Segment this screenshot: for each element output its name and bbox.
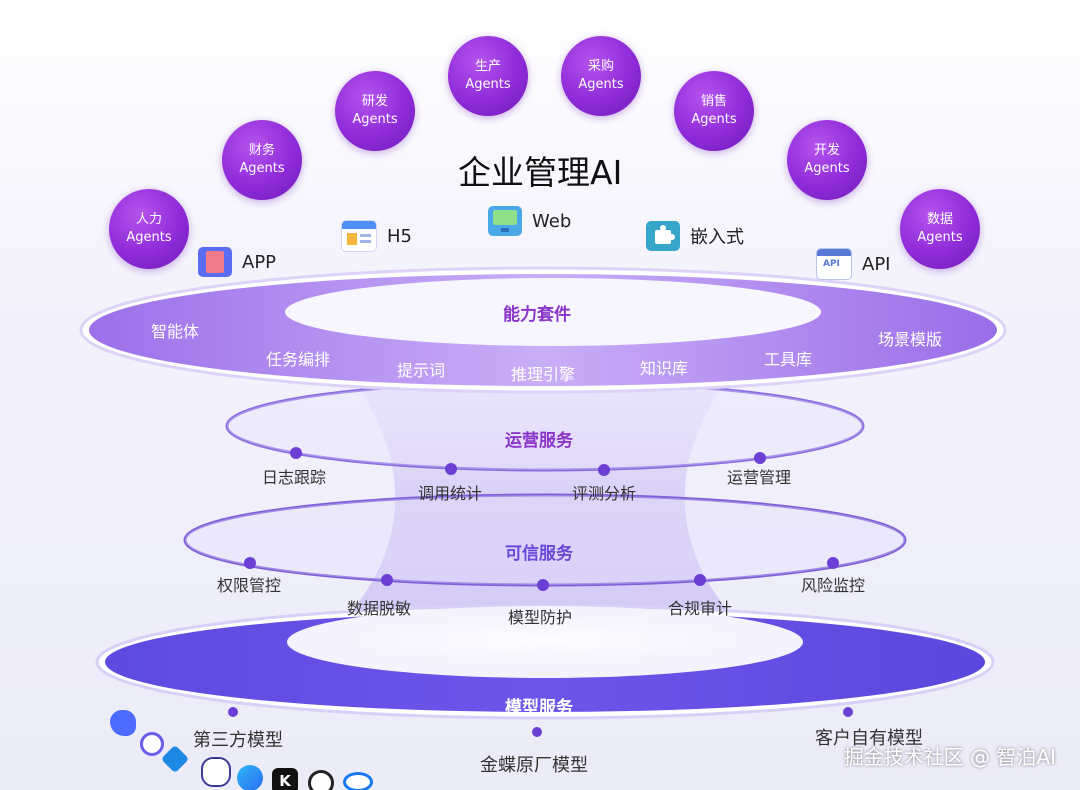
channel-web-label: Web [532, 210, 572, 232]
capability-item: 工具库 [764, 350, 813, 369]
capability-item: 智能体 [151, 322, 200, 341]
model-ring-inner-glow [345, 618, 745, 662]
doubao-icon [237, 765, 263, 790]
model-dot [228, 707, 238, 717]
trust-item: 模型防护 [508, 608, 573, 627]
api-icon: API [816, 248, 852, 280]
ops-ring-shade [227, 382, 863, 470]
trust-item: 权限管控 [217, 576, 282, 595]
trust-ring-shade [185, 495, 905, 585]
ops-dot [754, 452, 766, 464]
model-title: 模型服务 [505, 698, 573, 718]
ops-dot [290, 447, 302, 459]
trust-dot [537, 579, 549, 591]
kimi-icon: K [272, 768, 298, 790]
openai-icon [308, 770, 334, 790]
trust-item: 数据脱敏 [347, 599, 412, 618]
operations-item: 评测分析 [572, 484, 637, 503]
operations-item: 运营管理 [727, 468, 792, 487]
trust-item: 风险监控 [801, 576, 866, 595]
watermark: 掘金技术社区 @ 智泊AI [843, 745, 1056, 769]
h5-browser-icon [341, 220, 377, 252]
operations-item: 日志跟踪 [262, 468, 327, 487]
qwen-icon [140, 732, 164, 756]
trust-dot [381, 574, 393, 586]
monitor-icon [488, 206, 522, 236]
capability-title: 能力套件 [503, 305, 571, 325]
page-title: 企业管理AI [458, 153, 623, 192]
zhipu-icon [201, 757, 231, 787]
operations-title: 运营服务 [505, 431, 573, 451]
channel-app-label: APP [242, 251, 277, 273]
funnel-column [300, 330, 780, 650]
trust-title: 可信服务 [505, 544, 573, 564]
channel-app: APP [198, 247, 276, 277]
capability-item: 任务编排 [266, 350, 331, 369]
model-dot [532, 727, 542, 737]
meta-icon [343, 772, 373, 790]
channel-embedded-label: 嵌入式 [690, 227, 744, 248]
capability-item: 推理引擎 [511, 365, 576, 384]
channel-api: API API [816, 248, 890, 280]
capability-item: 场景模版 [878, 330, 943, 349]
capability-item: 知识库 [640, 359, 689, 378]
api-icon-text: API [823, 259, 840, 269]
model-dot [843, 707, 853, 717]
channel-api-label: API [862, 253, 891, 275]
capability-item: 提示词 [397, 361, 446, 380]
channel-web: Web [488, 206, 571, 236]
model-item: 第三方模型 [193, 730, 283, 751]
ops-dot [445, 463, 457, 475]
channel-embedded: 嵌入式 [646, 221, 744, 251]
capability-ring-inner [285, 278, 821, 346]
model-item: 客户自有模型 [815, 728, 923, 749]
trust-dot [694, 574, 706, 586]
trust-dot [244, 557, 256, 569]
deepseek-icon [110, 710, 136, 736]
puzzle-icon [646, 221, 680, 251]
channel-h5: H5 [341, 220, 412, 252]
operations-item: 调用统计 [418, 484, 483, 503]
model-item: 金蝶原厂模型 [480, 755, 588, 776]
trust-dot [827, 557, 839, 569]
channel-h5-label: H5 [387, 225, 412, 247]
trust-item: 合规审计 [668, 599, 733, 618]
app-icon [198, 247, 232, 277]
ops-dot [598, 464, 610, 476]
